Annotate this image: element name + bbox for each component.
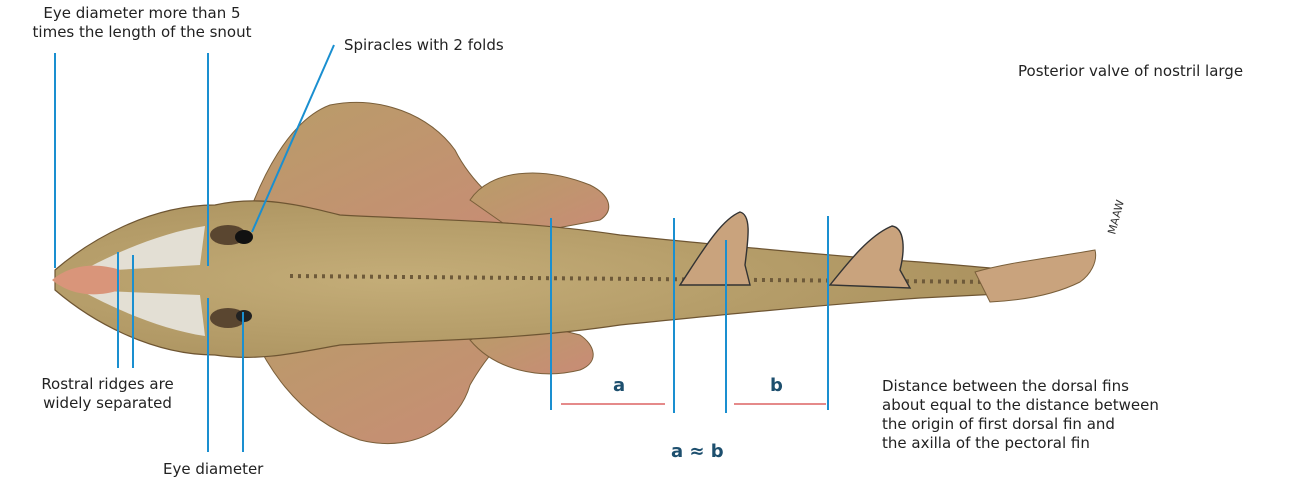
- artist-signature: MAAW: [1105, 198, 1127, 235]
- rostral-ridges-label: Rostral ridges are widely separated: [10, 375, 205, 413]
- dorsal-distance-label: Distance between the dorsal fins about e…: [882, 377, 1159, 453]
- caudal-fin: [975, 250, 1096, 302]
- measure-a-label: a: [613, 375, 625, 396]
- posterior-valve-label: Posterior valve of nostril large: [1018, 62, 1243, 81]
- spiracles-label: Spiracles with 2 folds: [344, 36, 504, 55]
- eye-snout-label: Eye diameter more than 5 times the lengt…: [2, 4, 282, 42]
- rostral-ridges-line1: Rostral ridges are: [10, 375, 205, 394]
- dorsal-distance-line1: Distance between the dorsal fins: [882, 377, 1159, 396]
- upper-spiracle: [235, 230, 253, 244]
- dorsal-distance-line3: the origin of first dorsal fin and: [882, 415, 1159, 434]
- eye-diameter-label: Eye diameter: [163, 460, 263, 479]
- rostral-ridges-line2: widely separated: [10, 394, 205, 413]
- dorsal-distance-line4: the axilla of the pectoral fin: [882, 434, 1159, 453]
- eye-snout-label-line2: times the length of the snout: [2, 23, 282, 42]
- eye-snout-label-line1: Eye diameter more than 5: [2, 4, 282, 23]
- equation-label: a ≈ b: [671, 441, 724, 462]
- dorsal-distance-line2: about equal to the distance between: [882, 396, 1159, 415]
- measure-b-label: b: [770, 375, 783, 396]
